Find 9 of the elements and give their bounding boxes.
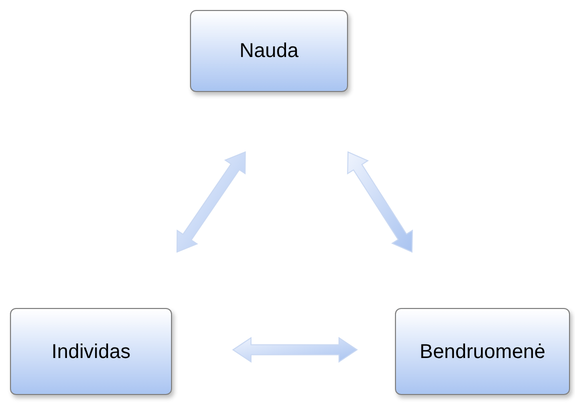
rounded-box <box>190 10 348 92</box>
box-label: Individas <box>52 340 130 364</box>
rounded-box <box>10 308 172 395</box>
rounded-box <box>395 308 570 395</box>
box-label: Bendruomenė <box>420 340 546 364</box>
double-arrow <box>176 151 246 253</box>
double-arrow <box>232 336 358 363</box>
box-label: Nauda <box>240 39 298 64</box>
double-arrow <box>347 151 413 253</box>
